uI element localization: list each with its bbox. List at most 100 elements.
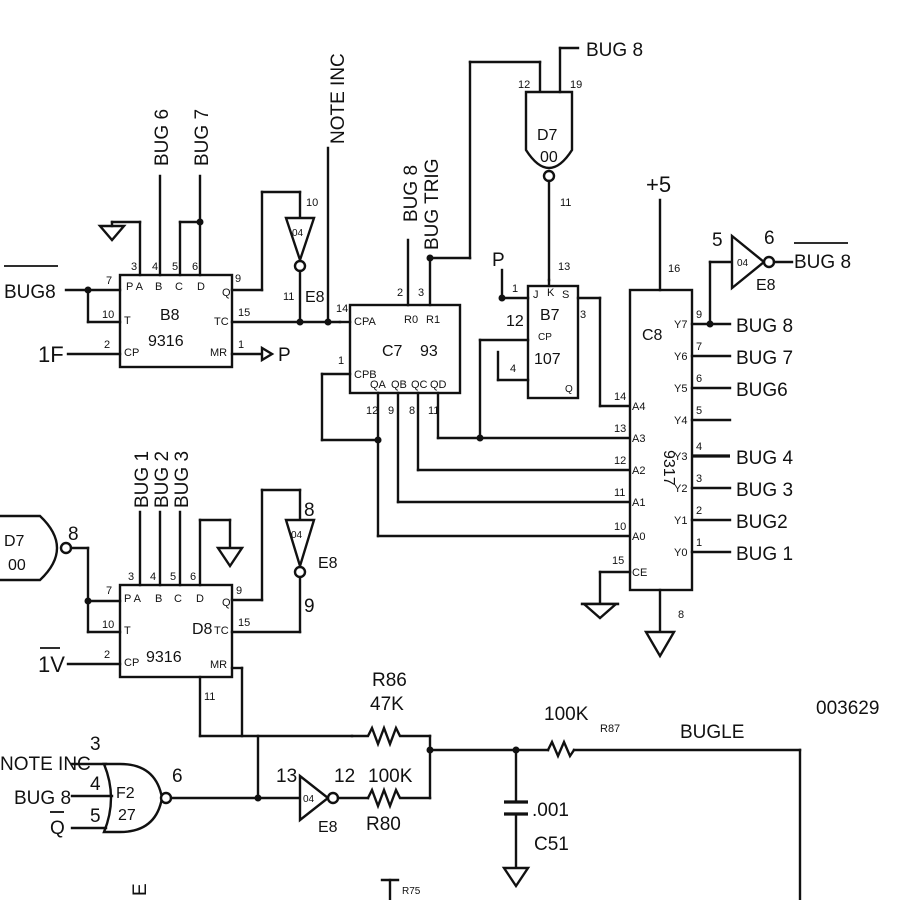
e8-bottom-ref: E8 — [318, 819, 338, 836]
c8-pin-y0: Y0 — [674, 547, 687, 559]
c8-pinnum-16: 16 — [668, 263, 680, 275]
c8-pin-a3: A3 — [632, 433, 645, 445]
d8-wires: 7 10 1V 2 BUG 1 BUG 2 BUG 3 3 4 5 6 9 15… — [38, 451, 354, 738]
c8-pinnum-1: 1 — [696, 537, 702, 549]
f2-ref: F2 — [116, 785, 135, 802]
b8-pinnum-4: 4 — [152, 261, 158, 273]
e8-top-ref: E8 — [305, 289, 325, 306]
resistor-r86 — [350, 724, 432, 748]
ground-icon — [97, 224, 127, 242]
d8-pin-c: C — [174, 593, 182, 605]
e8-bottom-part: 04 — [303, 794, 315, 805]
c8-pin-y5: Y5 — [674, 383, 687, 395]
c8-part: 9317 — [660, 450, 677, 486]
d8-pinnum-11: 11 — [204, 691, 215, 703]
label-bug-trig: BUG TRIG — [422, 159, 443, 251]
e8-mid-pin-8: 8 — [304, 500, 315, 521]
c8-pinnum-13: 13 — [614, 423, 626, 435]
inverter-e8-bottom: 04 13 12 E8 — [276, 766, 370, 836]
inverter-icon — [284, 518, 316, 571]
c8-pin-y4: Y4 — [674, 415, 687, 427]
chip-d8: P A B C D T CP Q TC MR D8 9316 — [118, 583, 234, 679]
b7-pinnum-4: 4 — [510, 363, 516, 375]
c7-pin-cpb: CPB — [354, 369, 377, 381]
d8-pin-pa: P A — [124, 593, 142, 605]
c8-pinnum-12: 12 — [614, 455, 626, 467]
f2-pin-4: 4 — [90, 774, 101, 795]
d8-pin-t: T — [124, 625, 131, 637]
chip-c8: C8 9317 A4 A3 A2 A1 A0 CE Y7 Y6 Y5 Y4 Y3… — [628, 288, 694, 592]
nand-gate-icon — [524, 90, 574, 169]
e8-bottom-pin-12: 12 — [334, 766, 355, 787]
e8-right-ref: E8 — [756, 277, 776, 294]
c7-pinnum-11: 11 — [428, 405, 439, 417]
d7-top-pin-11: 11 — [560, 197, 571, 209]
chip-b7-body — [526, 284, 580, 400]
resistor-network: R86 47K 100K R80 .001 C51 100K R87 BUGLE… — [130, 670, 879, 900]
d7-top-ref: D7 — [537, 127, 558, 144]
c8-pin-ce: CE — [632, 567, 647, 579]
d8-ref: D8 — [192, 621, 213, 638]
c8-pin-y2: Y2 — [674, 483, 687, 495]
label-bug8-bar-right: BUG 8 — [794, 252, 851, 273]
nor-gate-icon — [102, 762, 164, 834]
label-out-bug2: BUG2 — [736, 512, 788, 533]
b8-pin-d: D — [197, 281, 205, 293]
e8-mid-pin-9: 9 — [304, 596, 315, 617]
c8-pin-a1: A1 — [632, 497, 645, 509]
label-q-bar: Q — [50, 818, 65, 839]
c8-pinnum-9: 9 — [696, 309, 702, 321]
inverter-icon — [284, 216, 316, 264]
d7-left-ref: D7 — [4, 533, 25, 550]
e8-right-pin-5: 5 — [712, 230, 723, 251]
c8-pin-y6: Y6 — [674, 351, 687, 363]
ground-icon — [215, 546, 245, 569]
r80-val: 100K — [368, 766, 413, 787]
resistor-r87 — [546, 738, 576, 760]
c7-pinnum-1: 1 — [338, 355, 344, 367]
label-out-bug8: BUG 8 — [736, 316, 793, 337]
e8-top-part: 04 — [292, 228, 304, 239]
b8-pin-t: T — [124, 315, 131, 327]
d8-pinnum-9: 9 — [236, 585, 242, 597]
d8-pin-tc: TC — [214, 625, 229, 637]
c7-pin-r1: R1 — [426, 314, 440, 326]
label-bug8-f2: BUG 8 — [14, 788, 71, 809]
d7-left-part: 00 — [8, 557, 26, 574]
c8-pinnum-10: 10 — [614, 521, 626, 533]
b7-pin-k: K — [547, 287, 555, 299]
drawing-number: 003629 — [816, 698, 879, 719]
e8-bottom-pin-13: 13 — [276, 766, 297, 787]
c7-pinnum-9: 9 — [388, 405, 394, 417]
label-bug3: BUG 3 — [172, 451, 193, 508]
c8-pin-y3: Y3 — [674, 451, 687, 463]
resistor-r80 — [366, 786, 432, 810]
c8-pinnum-14: 14 — [614, 391, 626, 403]
d7-top-pin-19: 19 — [570, 79, 582, 91]
b7-pin-cp: CP — [538, 332, 552, 343]
d8-pinnum-6: 6 — [190, 571, 196, 583]
label-note-inc: NOTE INC — [328, 53, 349, 144]
b7-part: 107 — [534, 351, 561, 368]
d8-pin-q: Q — [222, 597, 231, 609]
label-bugle: BUGLE — [680, 722, 744, 743]
b8-ref: B8 — [160, 307, 180, 324]
label-out-bug4: BUG 4 — [736, 448, 793, 469]
label-out-bug7: BUG 7 — [736, 348, 793, 369]
c8-ref: C8 — [642, 327, 663, 344]
label-bottom-e: E — [130, 883, 151, 896]
b8-part: 9316 — [148, 333, 184, 350]
b8-pin-cp: CP — [124, 347, 139, 359]
b8-pin-pa: P A — [126, 281, 144, 293]
b8-pin-tc: TC — [214, 316, 229, 328]
b8-pin-mr: MR — [210, 347, 227, 359]
d8-pinnum-10: 10 — [102, 619, 114, 631]
d8-pinnum-4: 4 — [150, 571, 156, 583]
inverter-e8-top: 04 10 11 E8 NOTE INC — [283, 53, 349, 326]
d8-pinnum-2: 2 — [104, 649, 110, 661]
c7-pinnum-3: 3 — [418, 287, 424, 299]
e8-top-pin-11: 11 — [283, 291, 294, 303]
b8-pinnum-3: 3 — [131, 261, 137, 273]
b7-pinnum-3: 3 — [580, 309, 586, 321]
